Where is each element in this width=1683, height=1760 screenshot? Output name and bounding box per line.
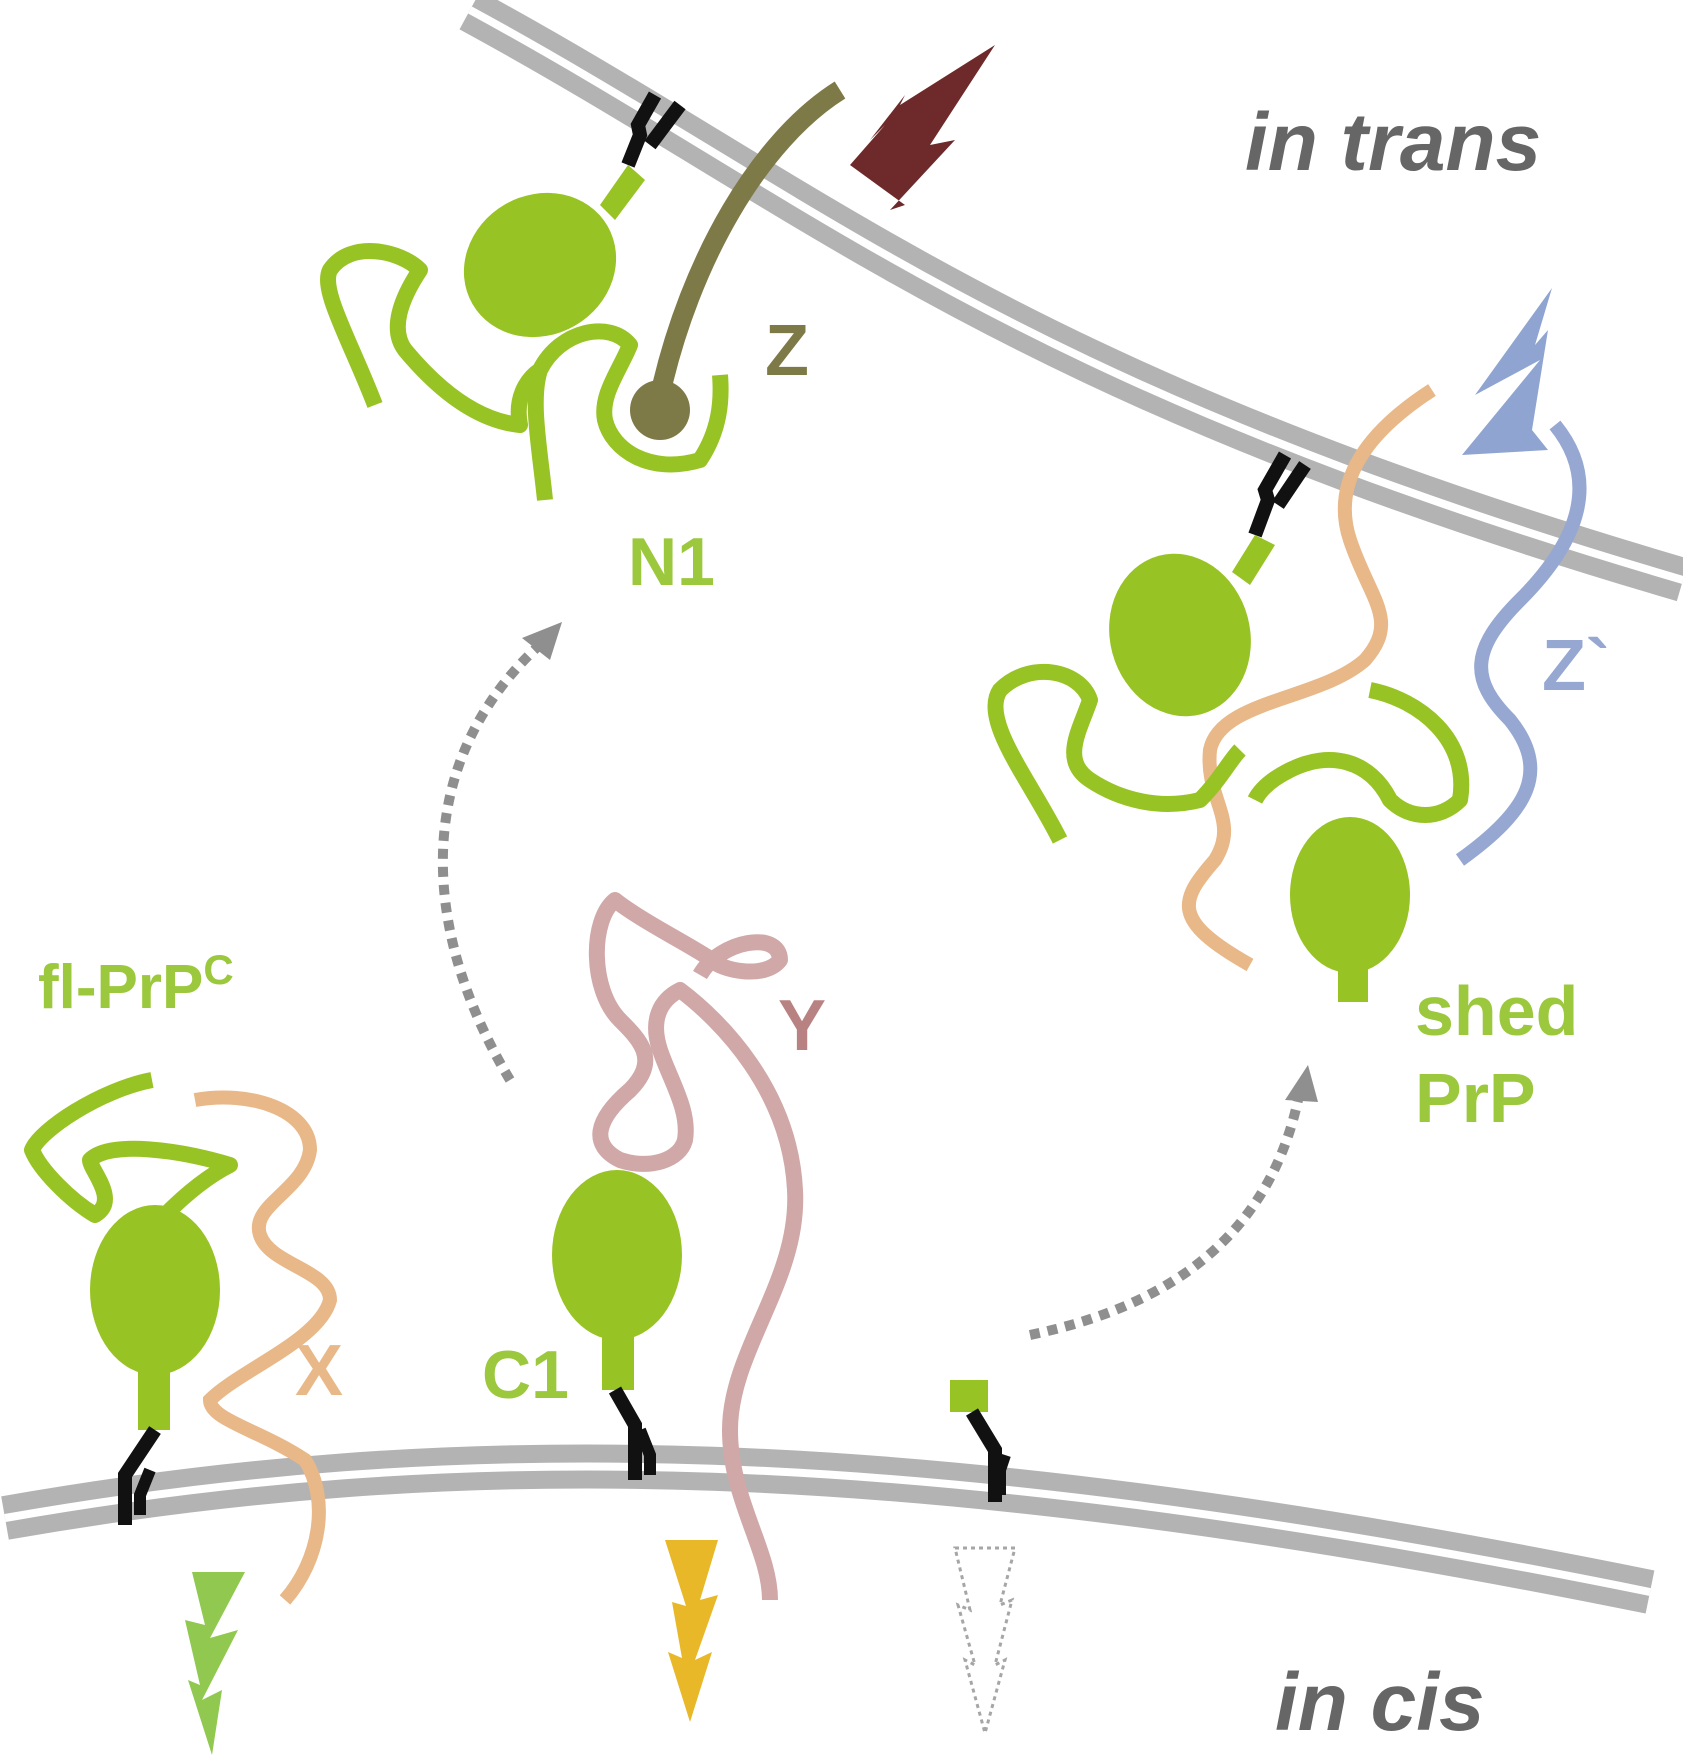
trans-membrane	[459, 0, 1683, 602]
c1-complex	[552, 892, 804, 1601]
label-fl-prpc-main: fl-PrP	[38, 953, 203, 1022]
arrow-to-shed-prp	[1028, 1065, 1318, 1340]
label-y: Y	[778, 986, 826, 1066]
label-fl-prpc: fl-PrPC	[38, 946, 234, 1022]
cis-membrane	[1, 1444, 1655, 1614]
label-shed-prp: PrP	[1415, 1059, 1536, 1137]
bolt-dotted-icon	[953, 1546, 1017, 1739]
n1-complex	[320, 81, 846, 501]
bolt-green-icon	[185, 1572, 245, 1755]
label-z-prime: Z`	[1542, 626, 1610, 706]
arrow-to-n1	[437, 622, 562, 1083]
label-fl-prpc-sup: C	[203, 946, 233, 993]
label-in-trans: in trans	[1245, 97, 1541, 188]
bolt-dark-red-icon	[850, 45, 995, 210]
label-c1: C1	[482, 1337, 569, 1413]
label-n1: N1	[628, 524, 715, 600]
bolt-blue-icon	[1462, 288, 1552, 455]
label-z: Z	[765, 311, 809, 391]
shed-prp-complex	[987, 384, 1587, 1002]
label-shed: shed	[1415, 972, 1578, 1050]
label-in-cis: in cis	[1275, 1657, 1485, 1748]
label-x: X	[295, 1331, 343, 1411]
fl-prp-complex	[24, 1072, 338, 1605]
bolt-yellow-icon	[665, 1540, 718, 1722]
residual-anchor	[950, 1380, 1011, 1502]
